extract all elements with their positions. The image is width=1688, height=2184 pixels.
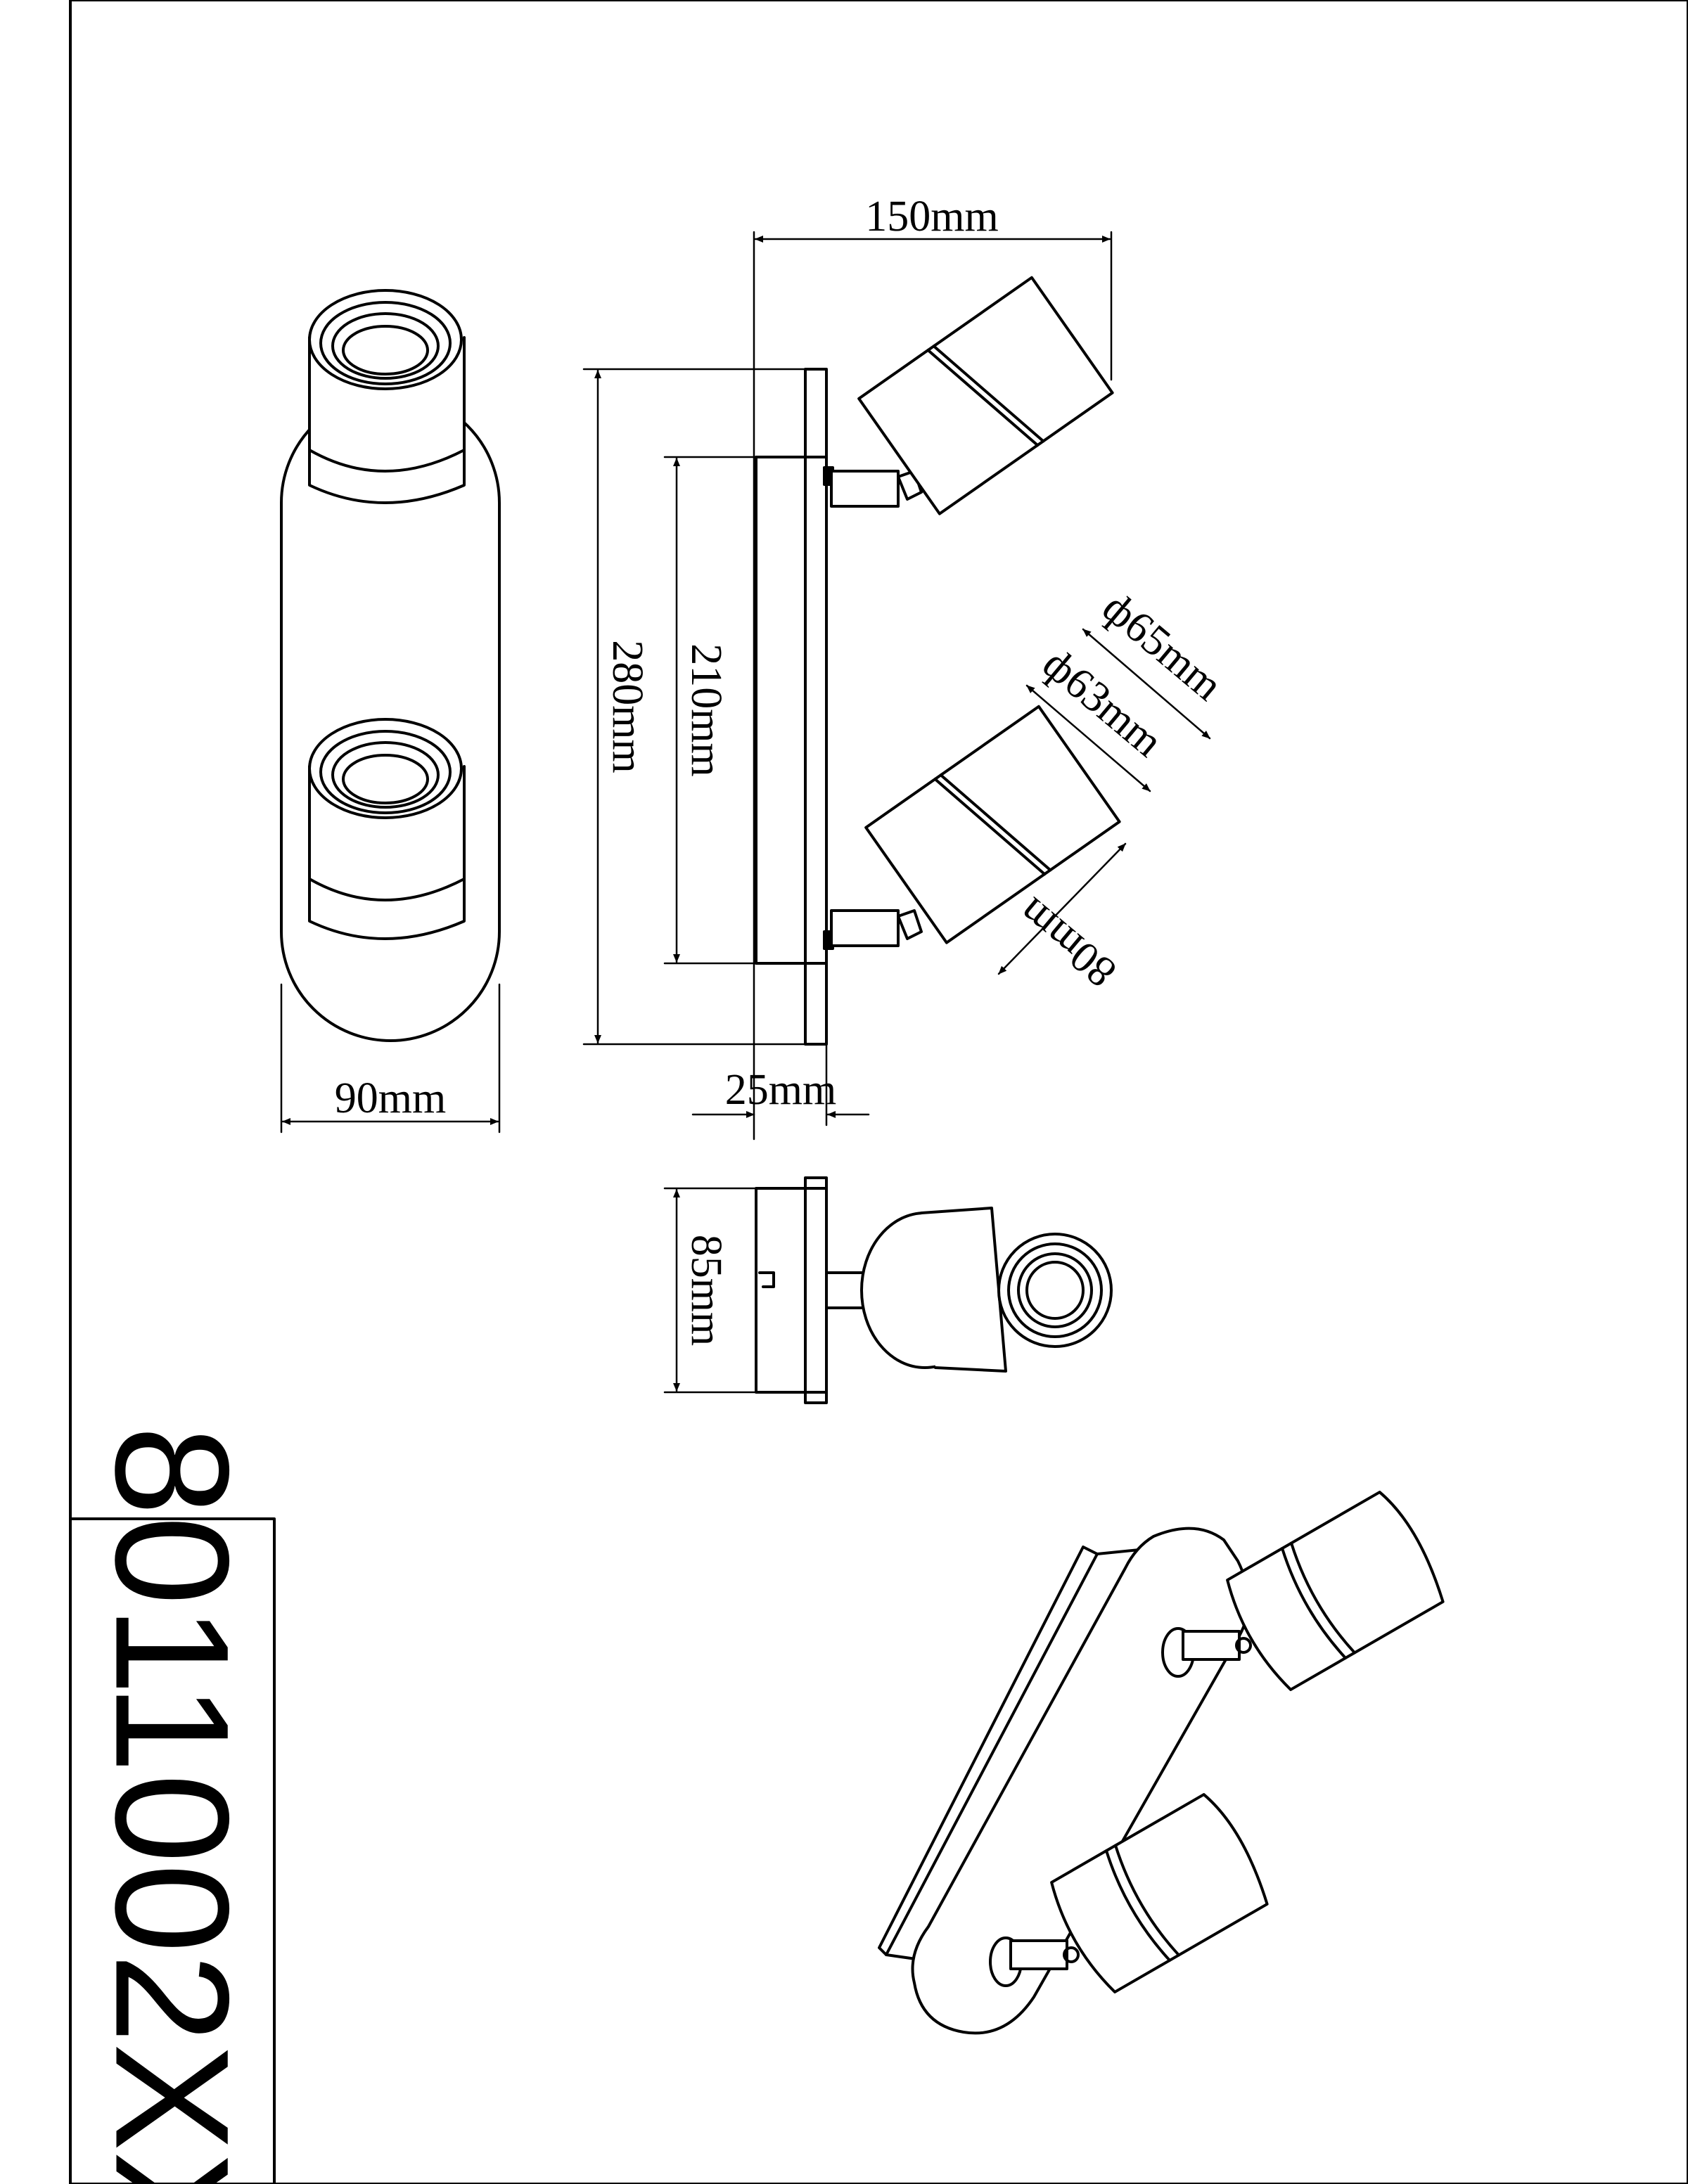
isometric-base-plate xyxy=(911,1527,1250,2035)
side-base-plate xyxy=(755,456,828,965)
front-view-spot-top xyxy=(308,289,466,504)
front-view-spot-bottom xyxy=(308,718,466,940)
dim-base-width-label: 90mm xyxy=(335,1074,446,1122)
dim-length-inner-label: 210mm xyxy=(682,643,730,776)
dim-side-height: 85mm xyxy=(663,1187,761,1394)
dim-length-outer: 280mm xyxy=(582,368,817,1046)
isometric-spot-bottom xyxy=(1050,1793,1269,1993)
isometric-spot-top xyxy=(1226,1491,1445,1691)
end-view xyxy=(755,1176,1113,1404)
dim-width-top: 150mm xyxy=(753,193,1113,1141)
front-view-base-plate xyxy=(280,392,501,1042)
title-block: 8011002XX xyxy=(69,1425,276,2184)
end-view-spot xyxy=(860,1207,1113,1373)
front-view xyxy=(280,289,501,1042)
dim-length-inner: 210mm xyxy=(663,456,761,965)
side-spot-top xyxy=(857,276,1114,515)
dim-side-height-label: 85mm xyxy=(682,1235,730,1346)
sheet-border xyxy=(69,0,1688,2184)
dim-base-depth-label: 25mm xyxy=(725,1066,836,1114)
dim-width-top-label: 150mm xyxy=(865,193,998,240)
product-code: 8011002XX xyxy=(82,1425,263,2184)
side-spot-bottom xyxy=(864,705,1121,944)
dim-base-depth: 25mm xyxy=(691,1043,870,1126)
dim-base-width: 90mm xyxy=(280,983,501,1133)
dim-length-outer-label: 280mm xyxy=(603,640,651,773)
isometric-view xyxy=(878,1491,1445,2035)
